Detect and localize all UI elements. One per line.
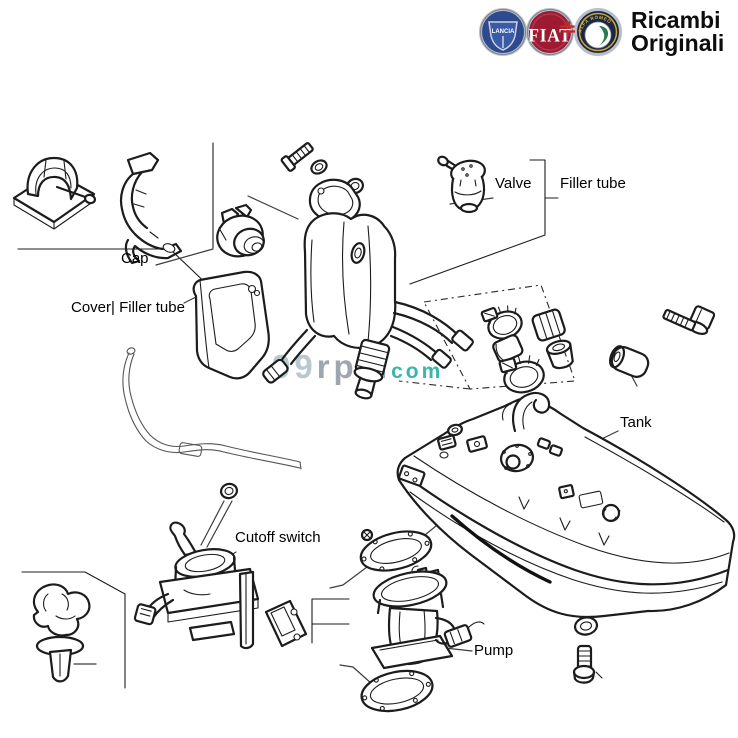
assembly-dash-lines xyxy=(398,284,576,390)
cap-bracket-part xyxy=(119,151,183,265)
brand-title-line1: Ricambi xyxy=(631,7,721,33)
label-tank: Tank xyxy=(620,414,652,431)
hose-clamp-group xyxy=(480,305,574,394)
lancia-logo-text: LANCIA xyxy=(492,29,515,35)
fuel-hose-part xyxy=(122,347,302,470)
label-valve: Valve xyxy=(495,175,532,192)
cap-part xyxy=(216,203,265,258)
label-filler-tube: Filler tube xyxy=(560,175,626,192)
flange-bolt-part xyxy=(280,142,364,195)
pump-gasket-bottom xyxy=(360,669,434,713)
label-cutoff-switch: Cutoff switch xyxy=(235,529,321,546)
pipe-clip-part xyxy=(32,583,91,683)
label-cap: Cap xyxy=(121,250,149,267)
fiat-logo-text: FIAT xyxy=(528,25,571,46)
valve-part xyxy=(437,155,486,214)
pump-gasket-top xyxy=(359,528,433,572)
pump-bracket-part xyxy=(264,599,308,648)
tank-part xyxy=(396,391,736,619)
lancia-logo-icon: LANCIA xyxy=(479,8,527,56)
filler-tube-assembly xyxy=(262,178,474,400)
fiat-logo-icon: FIAT xyxy=(526,8,574,56)
cover-part xyxy=(192,270,270,380)
tank-bolt-part xyxy=(572,644,603,684)
alfa-romeo-logo-icon: ALFA ROMEO xyxy=(560,8,622,56)
section-divider-lines xyxy=(17,142,559,689)
brand-title-line2: Originali xyxy=(631,30,725,56)
clip-pad-part xyxy=(12,156,97,230)
spacer-sleeve-part xyxy=(608,345,650,378)
brand-logos: LANCIA FIAT ALFA ROMEO xyxy=(479,8,622,56)
cutoff-switch-part xyxy=(133,482,260,650)
pump-part xyxy=(370,565,485,670)
long-bolt-part xyxy=(662,305,716,335)
watermark-com: com xyxy=(391,360,444,383)
label-cover-filler-tube: Cover| Filler tube xyxy=(71,299,185,316)
brand-title: Ricambi Originali xyxy=(631,9,724,55)
tank-washer-part xyxy=(573,616,599,636)
label-pump: Pump xyxy=(474,642,514,659)
